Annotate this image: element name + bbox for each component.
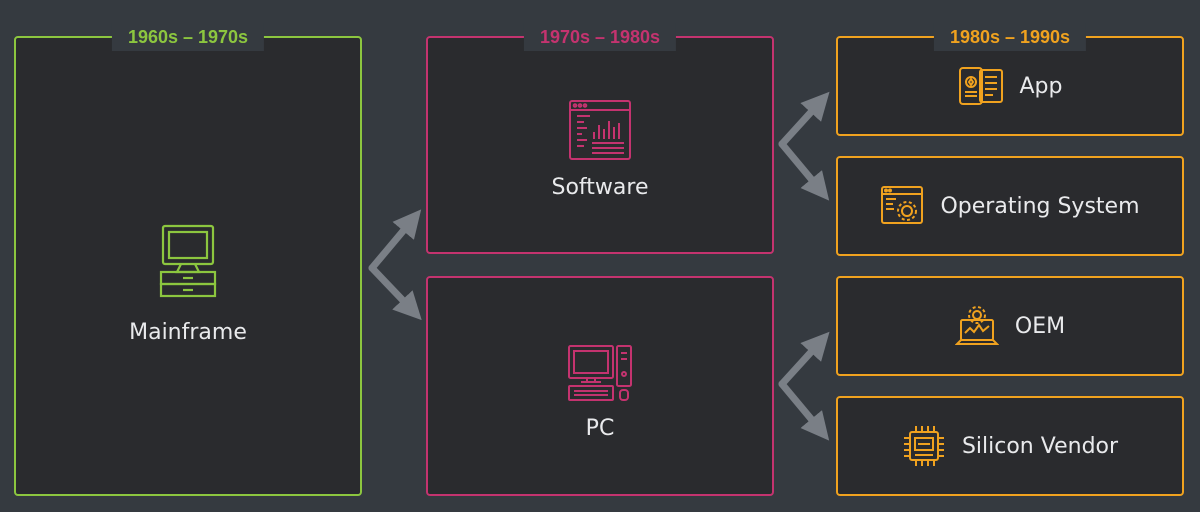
arrow-software-to-app [778,91,830,148]
mainframe-label: Mainframe [129,319,247,345]
arrow-mainframe-to-pc [368,264,422,321]
desktop-pc-icon [567,344,633,402]
pc-box: PC [426,276,774,496]
era-label-1960s: 1960s – 1970s [111,23,265,51]
mainframe-terminal-icon [159,224,217,298]
laptop-gear-icon [954,304,999,348]
era-label-1970s: 1970s – 1980s [523,23,677,51]
operating-system-label: Operating System [940,193,1140,219]
era-label-1980s: 1980s – 1990s [933,23,1087,51]
arrow-pc-to-oem [778,331,830,388]
arrow-pc-to-silicon [778,380,830,441]
chip-icon [902,424,946,468]
silicon-vendor-box: Silicon Vendor [836,396,1184,496]
arrow-software-to-os [778,140,830,201]
oem-box: OEM [836,276,1184,376]
pc-label: PC [585,415,615,441]
mobile-app-icon [958,66,1004,106]
software-box: 1970s – 1980s [426,23,774,254]
app-label: App [1019,73,1063,99]
window-gear-icon [880,185,924,227]
arrow-mainframe-to-software [368,209,422,272]
silicon-vendor-label: Silicon Vendor [961,433,1119,459]
app-box: 1980s – 1990s App [836,23,1184,136]
mainframe-box: 1960s – 1970s Mainframe [14,23,362,496]
oem-label: OEM [1014,313,1066,339]
operating-system-box: Operating System [836,156,1184,256]
software-window-chart-icon [568,99,632,161]
software-label: Software [551,174,649,200]
